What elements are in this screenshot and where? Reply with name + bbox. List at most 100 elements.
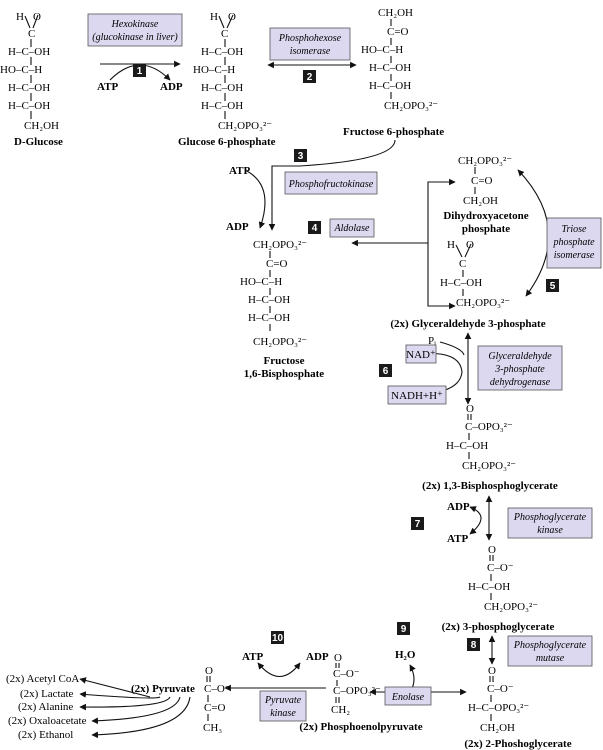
svg-text:H–C–OH: H–C–OH xyxy=(201,100,243,112)
svg-text:C: C xyxy=(221,28,228,40)
f16bp-label-1: Fructose xyxy=(264,355,305,367)
svg-text:CH₂OPO₃²⁻: CH₂OPO₃²⁻ xyxy=(253,336,307,348)
g6p-label: Glucose 6-phosphate xyxy=(178,136,276,148)
pg2-structure: O C–O⁻ H–C–OPO₃²⁻ CH₂OH xyxy=(468,665,529,734)
svg-text:CH₂OH: CH₂OH xyxy=(480,722,515,734)
nadh-box xyxy=(387,385,447,405)
step-3-badge xyxy=(294,149,307,162)
adp-7: ADP xyxy=(447,501,470,513)
svg-text:HO–C–H: HO–C–H xyxy=(240,276,282,288)
svg-text:H–C–OH: H–C–OH xyxy=(468,581,510,593)
step-9-badge xyxy=(397,622,410,635)
svg-text:H: H xyxy=(447,239,455,251)
step-5-badge xyxy=(546,279,559,292)
bpg-structure: O C–OPO₃²⁻ H–C–OH CH₂OPO₃²⁻ xyxy=(446,403,516,472)
svg-text:H–C–OH: H–C–OH xyxy=(248,312,290,324)
svg-text:CH₂OH: CH₂OH xyxy=(463,195,498,207)
svg-text:O: O xyxy=(488,665,496,677)
pk-box xyxy=(259,690,307,722)
phi-label-1: Phosphohexose xyxy=(278,33,342,44)
pgm-box xyxy=(507,635,593,667)
bpg-label: (2x) 1,3-Bisphosphoglycerate xyxy=(422,480,558,492)
svg-text:H–C–OH: H–C–OH xyxy=(369,80,411,92)
pg2-label: (2x) 2-Phoshoglycerate xyxy=(464,738,571,750)
svg-text:O: O xyxy=(488,544,496,556)
pyruvate-structure: O C–O⁻ C=O CH₃ xyxy=(203,665,231,734)
enolase-box xyxy=(384,686,432,706)
pfk-label: Phosphofructokinase xyxy=(288,179,374,190)
svg-text:HO–C–H: HO–C–H xyxy=(361,44,403,56)
nadh: NADH+H⁺ xyxy=(391,390,443,402)
g6p-structure: H O C H–C–OH HO–C–H H–C–OH H–C–OH CH₂OPO… xyxy=(193,11,272,132)
atp-7: ATP xyxy=(447,533,468,545)
svg-text:8: 8 xyxy=(471,640,477,651)
pgk-box xyxy=(507,507,593,539)
fate-ethanol: (2x) Ethanol xyxy=(18,729,73,741)
svg-text:H: H xyxy=(16,11,24,23)
svg-text:CH₂OPO₃²⁻: CH₂OPO₃²⁻ xyxy=(484,601,538,613)
aldolase-box xyxy=(329,218,375,238)
svg-text:C: C xyxy=(459,258,466,270)
step-10-badge xyxy=(271,631,284,644)
svg-text:C–O⁻: C–O⁻ xyxy=(487,562,514,574)
svg-text:CH₂OPO₃²⁻: CH₂OPO₃²⁻ xyxy=(456,297,510,309)
f16bp-structure: CH₂OPO₃²⁻ C=O HO–C–H H–C–OH H–C–OH CH₂OP… xyxy=(240,239,307,348)
svg-text:C–O⁻: C–O⁻ xyxy=(333,668,360,680)
hexokinase-label: Hexokinase xyxy=(111,19,159,30)
tpi-box xyxy=(546,217,602,269)
svg-text:O: O xyxy=(334,652,342,664)
gapdh-label-2: 3-phosphate xyxy=(494,364,545,375)
tpi-label-2: phosphate xyxy=(552,237,595,248)
atp-1: ATP xyxy=(97,81,118,93)
svg-text:C: C xyxy=(28,28,35,40)
pk-label-1: Pyruvate xyxy=(264,695,302,706)
svg-text:HO–C–H: HO–C–H xyxy=(193,64,235,76)
svg-text:H–C–OH: H–C–OH xyxy=(8,82,50,94)
svg-text:H–C–OH: H–C–OH xyxy=(248,294,290,306)
pg3-label: (2x) 3-phosphoglycerate xyxy=(442,621,555,633)
svg-text:H–C–OH: H–C–OH xyxy=(8,46,50,58)
svg-text:CH₃: CH₃ xyxy=(203,722,222,734)
svg-text:HO–C–H: HO–C–H xyxy=(0,64,42,76)
tpi-label-3: isomerase xyxy=(554,250,595,261)
dhap-label-1: Dihydroxyacetone xyxy=(443,210,528,222)
gap-label: (2x) Glyceraldehyde 3-phosphate xyxy=(390,318,545,330)
adp-1: ADP xyxy=(160,81,183,93)
svg-text:CH₂OH: CH₂OH xyxy=(24,120,59,132)
f6p-structure: CH₂OH C=O HO–C–H H–C–OH H–C–OH CH₂OPO₃²⁻ xyxy=(361,7,438,112)
svg-text:CH₂: CH₂ xyxy=(331,704,350,716)
svg-text:9: 9 xyxy=(401,624,407,635)
dhap-label-2: phosphate xyxy=(462,223,510,235)
gapdh-box xyxy=(477,345,563,391)
tpi-label-1: Triose xyxy=(561,224,587,235)
svg-text:H–C–OPO₃²⁻: H–C–OPO₃²⁻ xyxy=(468,702,529,714)
svg-text:H: H xyxy=(210,11,218,23)
svg-text:H–C–OH: H–C–OH xyxy=(446,440,488,452)
fate-alanine: (2x) Alanine xyxy=(18,701,73,713)
svg-text:CH₂OPO₃²⁻: CH₂OPO₃²⁻ xyxy=(218,120,272,132)
svg-text:C=O: C=O xyxy=(387,26,409,38)
nad-box xyxy=(405,344,437,364)
svg-text:6: 6 xyxy=(383,366,389,377)
svg-text:7: 7 xyxy=(415,519,421,530)
fate-lactate: (2x) Lactate xyxy=(20,688,74,700)
h2o-9: H₂O xyxy=(395,649,416,661)
pep-structure: O C–O⁻ C–OPO₃²⁻ CH₂ xyxy=(331,652,381,716)
fate-acetyl-coa: (2x) Acetyl CoA xyxy=(6,673,79,685)
svg-text:C–OPO₃²⁻: C–OPO₃²⁻ xyxy=(465,421,513,433)
pyruvate-label: (2x) Pyruvate xyxy=(131,683,195,695)
svg-text:C–O⁻: C–O⁻ xyxy=(204,683,231,695)
svg-text:10: 10 xyxy=(272,633,284,644)
pgk-label-2: kinase xyxy=(537,525,563,536)
svg-text:C=O: C=O xyxy=(204,702,226,714)
step-2-badge xyxy=(303,70,316,83)
svg-text:O: O xyxy=(205,665,213,677)
svg-text:H–C–OH: H–C–OH xyxy=(201,82,243,94)
glucose-label: D-Glucose xyxy=(14,136,63,148)
nad: NAD⁺ xyxy=(406,349,436,361)
svg-text:CH₂OH: CH₂OH xyxy=(378,7,413,19)
svg-text:4: 4 xyxy=(312,223,318,234)
gapdh-label-3: dehydrogenase xyxy=(490,377,551,388)
step-8-badge xyxy=(467,638,480,651)
